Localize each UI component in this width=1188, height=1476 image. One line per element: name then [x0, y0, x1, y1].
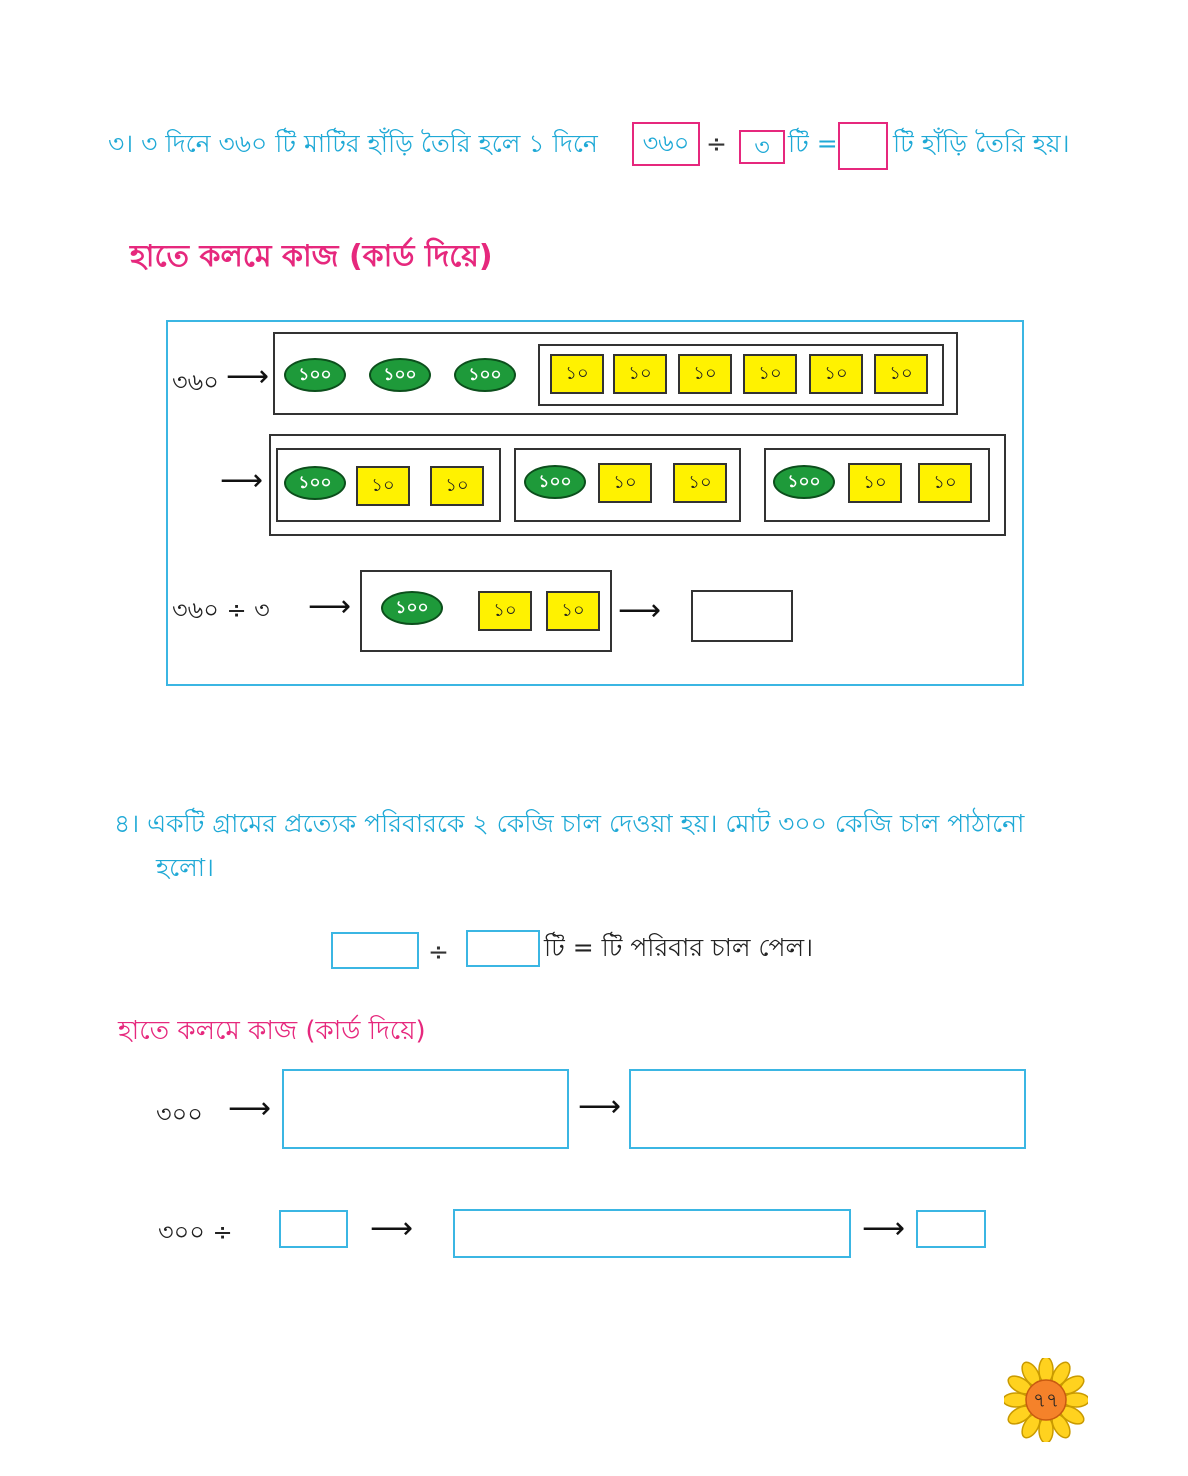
work-box-1[interactable] [282, 1069, 569, 1149]
q4-box-total[interactable] [331, 932, 419, 969]
q3-box-total: ৩৬০ [632, 122, 700, 166]
q4-text-line2: হলো। [156, 853, 214, 882]
hundred-card: ১০০ [454, 358, 516, 392]
ten-card: ১০ [809, 354, 863, 394]
q3-text-end: টি হাঁড়ি তৈরি হয়। [893, 129, 1070, 158]
hundred-card: ১০০ [284, 466, 346, 500]
result-box[interactable] [916, 1210, 986, 1248]
arrow-right-icon: ⟶ [370, 1211, 414, 1246]
group-box-3 [764, 448, 990, 522]
hundred-card: ১০০ [284, 358, 346, 392]
q4-divide-sign: ÷ [428, 937, 449, 966]
arrow-right-icon: ⟶ [618, 593, 662, 628]
arrow-right-icon: ⟶ [226, 359, 270, 394]
arrow-right-icon: ⟶ [308, 589, 352, 624]
work-box-3[interactable] [453, 1209, 851, 1258]
ten-card: ১০ [550, 354, 604, 394]
hundred-card: ১০০ [381, 591, 443, 625]
hundred-card: ১০০ [369, 358, 431, 392]
arrow-right-icon: ⟶ [578, 1089, 622, 1124]
row3-answer-box[interactable] [691, 590, 793, 642]
ten-card: ১০ [673, 463, 727, 503]
arrow-right-icon: ⟶ [228, 1091, 272, 1126]
divisor-box[interactable] [279, 1210, 348, 1248]
q3-text-equals: টি = [788, 129, 838, 158]
activity-heading: হাতে কলমে কাজ (কার্ড দিয়ে) [130, 239, 493, 274]
group-box-2 [514, 448, 741, 522]
row1-label-300: ৩০০ [156, 1100, 203, 1128]
row2-container [269, 434, 1006, 536]
arrow-right-icon: ⟶ [220, 463, 264, 498]
ten-card: ১০ [918, 463, 972, 503]
hundred-card: ১০০ [524, 465, 586, 499]
ten-card: ১০ [743, 354, 797, 394]
work-box-2[interactable] [629, 1069, 1026, 1149]
ten-card: ১০ [356, 466, 410, 506]
arrow-right-icon: ⟶ [862, 1211, 906, 1246]
q3-box-days: ৩ [739, 130, 785, 164]
q3-answer-box[interactable] [838, 122, 888, 170]
page-number: ৭৭ [1032, 1388, 1059, 1412]
ten-card: ১০ [613, 354, 667, 394]
ten-card: ১০ [598, 463, 652, 503]
hundred-card: ১০০ [773, 465, 835, 499]
ten-card: ১০ [678, 354, 732, 394]
q3-text-start: ৩। ৩ দিনে ৩৬০ টি মাটির হাঁড়ি তৈরি হলে ১… [108, 129, 598, 158]
ten-card: ১০ [874, 354, 928, 394]
ten-card: ১০ [430, 466, 484, 506]
q3-divide-sign: ÷ [706, 129, 727, 158]
tens-group [538, 344, 944, 406]
row3-label: ৩৬০ ÷ ৩ [172, 596, 270, 624]
row2-label-300-divide: ৩০০ ÷ [158, 1218, 233, 1246]
ten-card: ১০ [478, 591, 532, 631]
q4-text-line1: ৪। একটি গ্রামের প্রত্যেক পরিবারকে ২ কেজি… [114, 809, 1025, 838]
row1-container [273, 332, 958, 415]
q4-equation-text: টি = টি পরিবার চাল পেল। [544, 933, 814, 962]
ten-card: ১০ [848, 463, 902, 503]
ten-card: ১০ [546, 591, 600, 631]
activity-heading-2: হাতে কলমে কাজ (কার্ড দিয়ে) [118, 1016, 426, 1046]
group-box-1 [276, 448, 501, 522]
row1-label: ৩৬০ [172, 368, 219, 396]
row3-container [360, 570, 612, 652]
sunflower-icon [1002, 1356, 1090, 1444]
q4-box-per-family[interactable] [466, 930, 540, 967]
card-activity-frame [166, 320, 1024, 686]
